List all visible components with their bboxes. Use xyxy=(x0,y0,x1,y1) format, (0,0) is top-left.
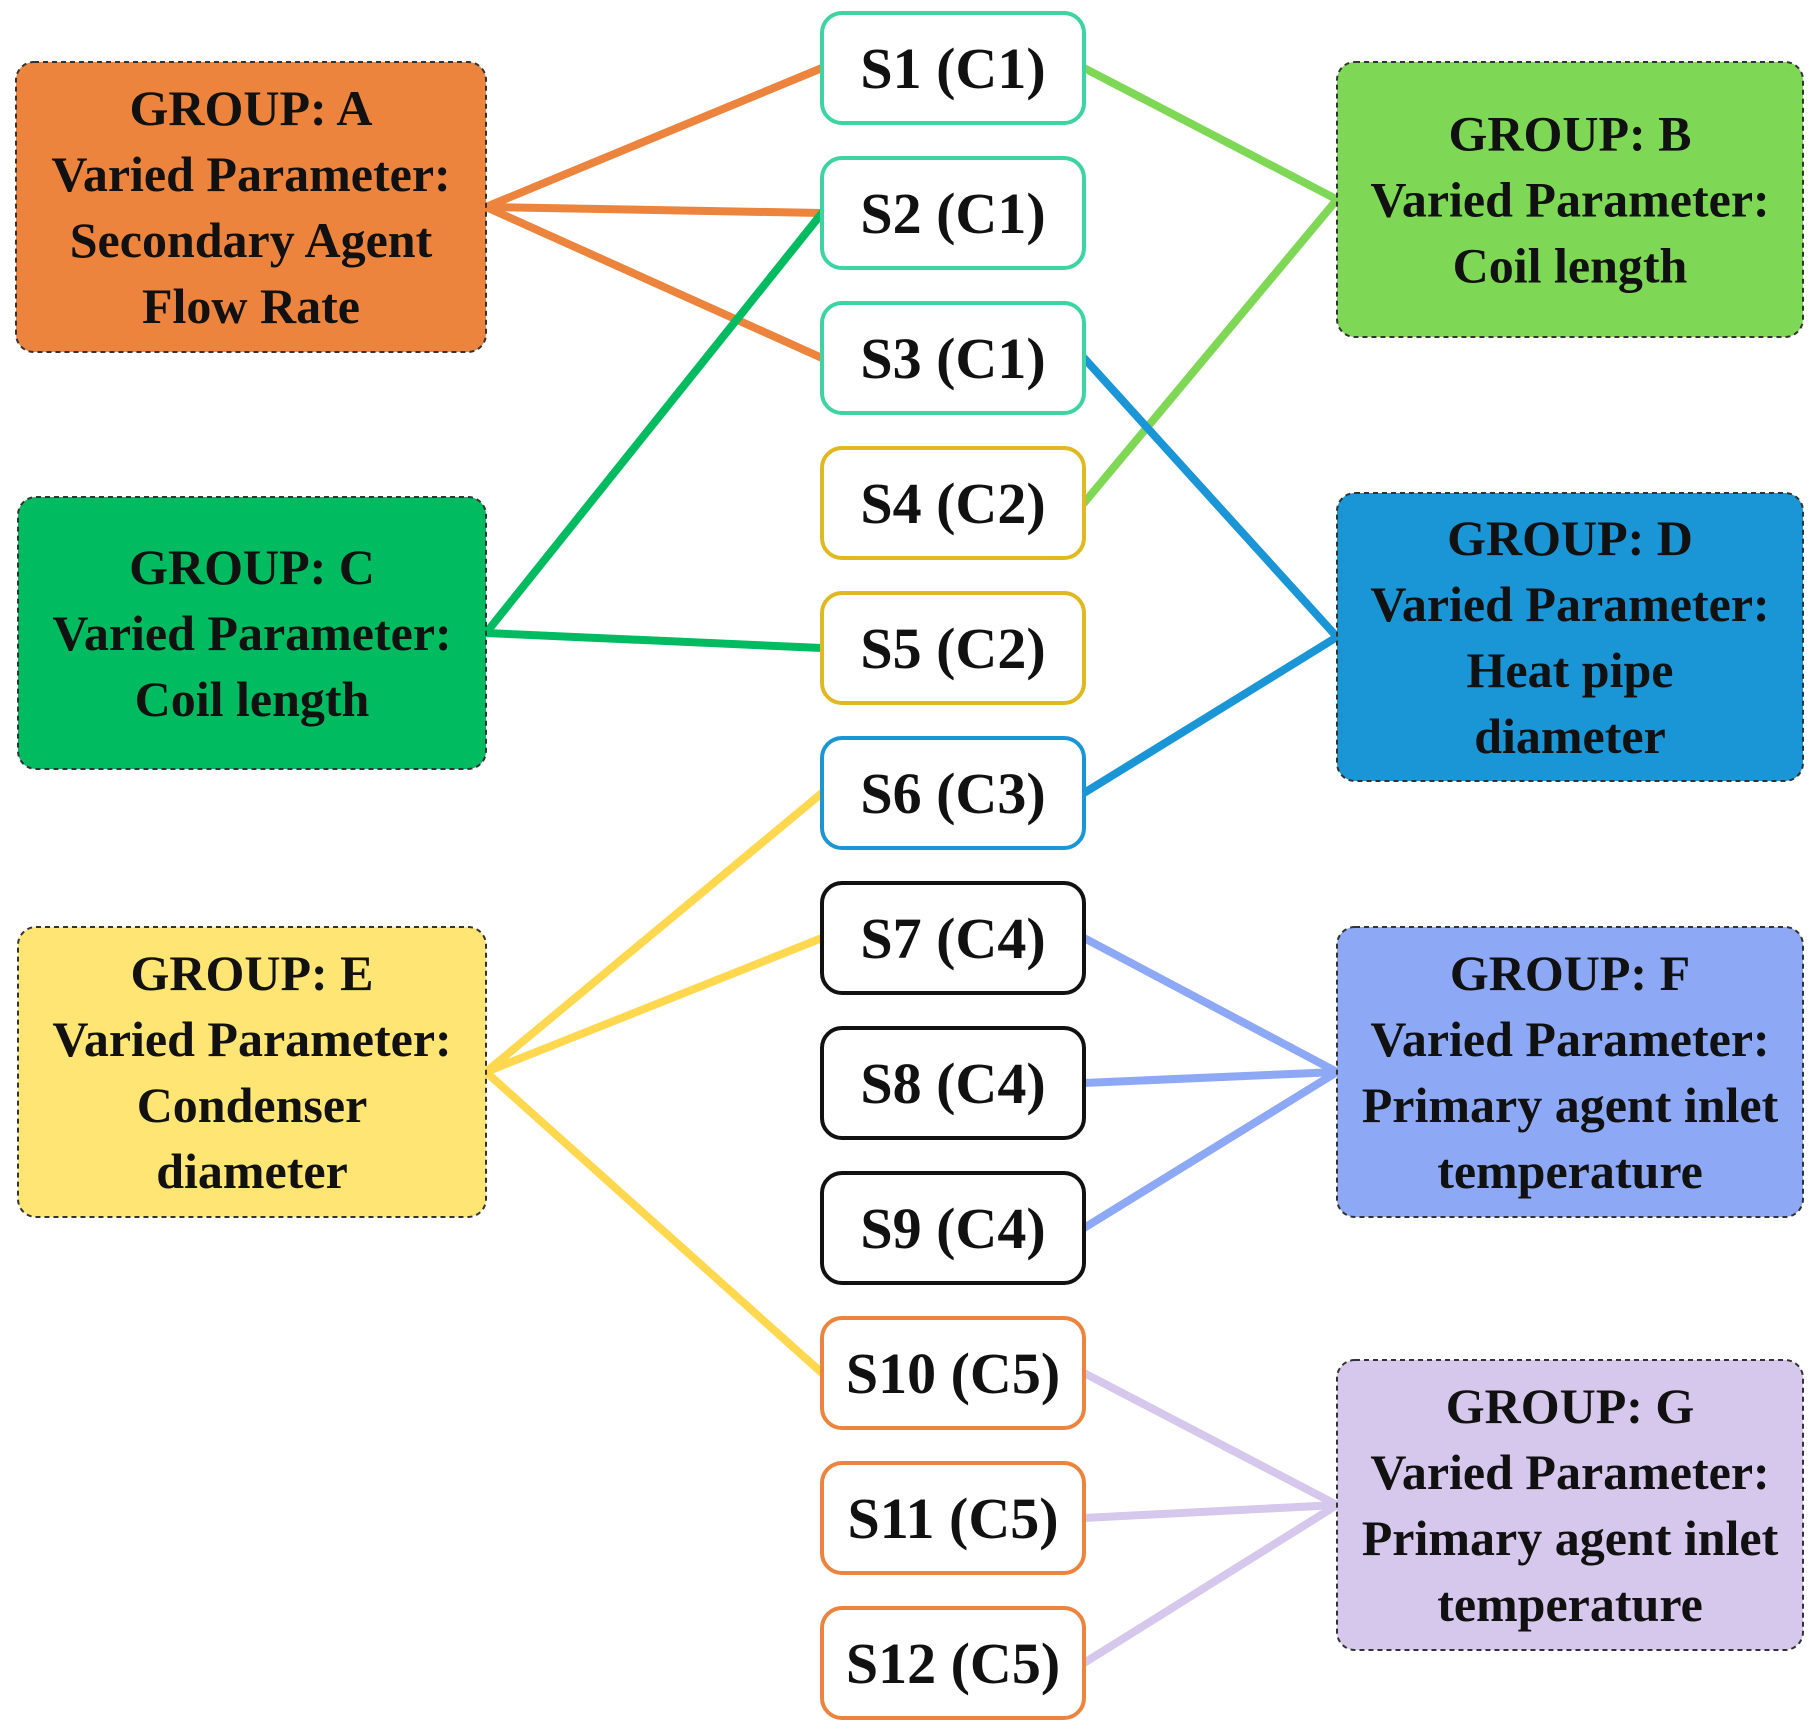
connector-c-s2 xyxy=(482,209,826,637)
sim-box-s9: S9 (C4) xyxy=(820,1171,1086,1285)
connector-d-s3 xyxy=(1080,354,1341,641)
sim-box-s5: S5 (C2) xyxy=(820,591,1086,705)
sim-box-s12: S12 (C5) xyxy=(820,1606,1086,1720)
group-d-line-3: diameter xyxy=(1474,708,1666,764)
group-g-line-2: Primary agent inlet xyxy=(1362,1510,1779,1566)
group-b-line-1: Varied Parameter: xyxy=(1370,172,1769,228)
group-e-line-2: Condenser xyxy=(137,1077,368,1133)
group-c-line-1: Varied Parameter: xyxy=(52,605,451,661)
sim-label-s10: S10 (C5) xyxy=(846,1341,1060,1406)
connector-e-s10 xyxy=(482,1068,826,1377)
connector-e-s6 xyxy=(482,789,826,1076)
group-a-line-2: Secondary Agent xyxy=(70,212,433,268)
group-box-c: GROUP: C Varied Parameter: Coil length xyxy=(17,496,487,770)
group-d-line-1: Varied Parameter: xyxy=(1370,576,1769,632)
group-e-line-3: diameter xyxy=(156,1143,348,1199)
sim-label-s4: S4 (C2) xyxy=(860,471,1045,536)
connector-a-s3 xyxy=(482,203,826,362)
group-g-line-1: Varied Parameter: xyxy=(1370,1444,1769,1500)
group-boxes: GROUP: A Varied Parameter: Secondary Agent… xyxy=(15,61,1804,1651)
group-c-line-2: Coil length xyxy=(135,671,370,727)
group-g-line-0: GROUP: G xyxy=(1446,1378,1695,1434)
connector-b-s4 xyxy=(1080,195,1341,507)
group-d-line-0: GROUP: D xyxy=(1447,510,1693,566)
sim-box-s7: S7 (C4) xyxy=(820,881,1086,995)
sim-box-s8: S8 (C4) xyxy=(820,1026,1086,1140)
sim-label-s1: S1 (C1) xyxy=(860,36,1045,101)
group-a-line-1: Varied Parameter: xyxy=(51,146,450,202)
group-c-line-0: GROUP: C xyxy=(129,539,375,595)
sim-label-s9: S9 (C4) xyxy=(860,1196,1045,1261)
sim-box-s4: S4 (C2) xyxy=(820,446,1086,560)
group-b-line-0: GROUP: B xyxy=(1448,106,1691,162)
sim-label-s7: S7 (C4) xyxy=(860,906,1045,971)
group-f-line-1: Varied Parameter: xyxy=(1370,1011,1769,1067)
connector-g-s12 xyxy=(1080,1501,1341,1667)
group-box-g: GROUP: G Varied Parameter: Primary agent i… xyxy=(1336,1359,1804,1651)
sim-label-s12: S12 (C5) xyxy=(846,1631,1060,1696)
group-e-line-0: GROUP: E xyxy=(130,945,373,1001)
connector-g-s10 xyxy=(1080,1369,1341,1509)
connector-g-s11 xyxy=(1080,1501,1341,1522)
group-box-b: GROUP: B Varied Parameter: Coil length xyxy=(1336,61,1804,338)
group-b-line-2: Coil length xyxy=(1453,238,1688,294)
connector-a-s1 xyxy=(482,64,826,211)
group-g-line-3: temperature xyxy=(1437,1576,1703,1632)
group-box-d: GROUP: D Varied Parameter: Heat pipe diamet… xyxy=(1336,492,1804,782)
sim-box-s10: S10 (C5) xyxy=(820,1316,1086,1430)
group-a-line-0: GROUP: A xyxy=(129,80,372,136)
group-box-f: GROUP: F Varied Parameter: Primary agent i… xyxy=(1336,926,1804,1218)
connector-f-s9 xyxy=(1080,1068,1341,1232)
group-e-line-1: Varied Parameter: xyxy=(52,1011,451,1067)
sim-label-s11: S11 (C5) xyxy=(847,1486,1058,1551)
group-d-line-2: Heat pipe xyxy=(1467,642,1674,698)
sim-box-s1: S1 (C1) xyxy=(820,11,1086,125)
group-box-e: GROUP: E Varied Parameter: Condenser diamet… xyxy=(17,926,487,1218)
sim-label-s8: S8 (C4) xyxy=(860,1051,1045,1116)
connector-f-s7 xyxy=(1080,934,1341,1076)
sim-label-s6: S6 (C3) xyxy=(860,761,1045,826)
group-box-a: GROUP: A Varied Parameter: Secondary Agent… xyxy=(15,61,487,353)
connector-d-s6 xyxy=(1080,633,1341,797)
connector-c-s5 xyxy=(482,629,826,652)
sim-label-s2: S2 (C1) xyxy=(860,181,1045,246)
sim-label-s5: S5 (C2) xyxy=(860,616,1045,681)
sim-box-s2: S2 (C1) xyxy=(820,156,1086,270)
sim-box-s6: S6 (C3) xyxy=(820,736,1086,850)
connector-a-s2 xyxy=(482,203,826,217)
group-f-line-0: GROUP: F xyxy=(1450,945,1690,1001)
sim-box-s11: S11 (C5) xyxy=(820,1461,1086,1575)
connector-f-s8 xyxy=(1080,1068,1341,1087)
simulation-boxes: S1 (C1) S2 (C1) S3 (C1) S4 (C2) S5 (C2) S6 (C… xyxy=(820,11,1086,1720)
group-f-line-3: temperature xyxy=(1437,1143,1703,1199)
connector-b-s1 xyxy=(1080,64,1341,204)
group-a-line-3: Flow Rate xyxy=(142,278,360,334)
group-f-line-2: Primary agent inlet xyxy=(1362,1077,1779,1133)
sim-box-s3: S3 (C1) xyxy=(820,301,1086,415)
sim-label-s3: S3 (C1) xyxy=(860,326,1045,391)
connector-e-s7 xyxy=(482,934,826,1076)
connector-lines xyxy=(482,64,1341,1667)
